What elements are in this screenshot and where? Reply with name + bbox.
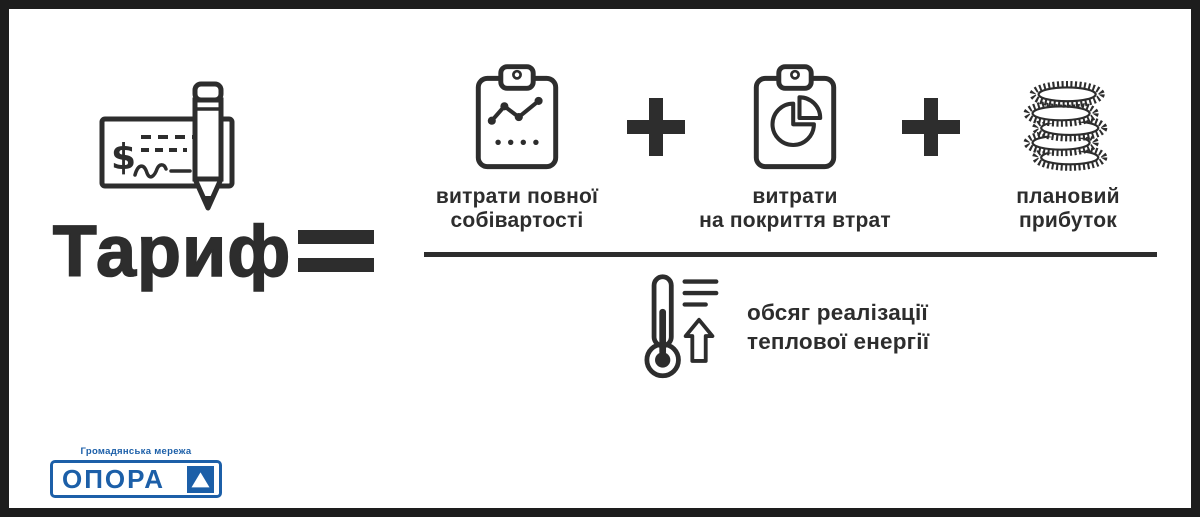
clipboard-pie-chart-icon [750, 61, 840, 173]
logo-tagline: Громадянська мережа [80, 446, 192, 457]
tariff-block: $ Тариф [37, 79, 307, 292]
plus-icon [902, 98, 960, 156]
logo-box: ОПОРА [50, 460, 222, 498]
check-dollar-pencil-icon: $ [37, 79, 307, 214]
numerator-term-full-cost: витрати повної собівартості [412, 61, 622, 233]
opora-logo: Громадянська мережа ОПОРА [50, 446, 222, 498]
clipboard-line-chart-icon [472, 61, 562, 173]
equals-icon [298, 230, 374, 272]
denominator-label: обсяг реалізації теплової енергії [747, 299, 930, 354]
check-currency-symbol: $ [111, 137, 136, 178]
term-label-full-cost: витрати повної собівартості [435, 185, 599, 232]
thermometer-up-arrow-icon [632, 272, 723, 382]
logo-triangle-icon [187, 465, 214, 493]
numerator-term-loss-coverage: витрати на покриття втрат [690, 61, 900, 233]
term-label-planned-profit: плановий прибуток [1016, 185, 1120, 232]
numerator-term-planned-profit: плановий прибуток [963, 61, 1173, 233]
denominator-block: обсяг реалізації теплової енергії [632, 270, 929, 384]
logo-name: ОПОРА [62, 464, 165, 494]
plus-icon [627, 98, 685, 156]
fraction-line [424, 252, 1157, 257]
term-label-loss-coverage: витрати на покриття втрат [699, 185, 891, 232]
tariff-result-label: Тариф [52, 212, 292, 292]
coins-stack-icon [1015, 61, 1121, 173]
